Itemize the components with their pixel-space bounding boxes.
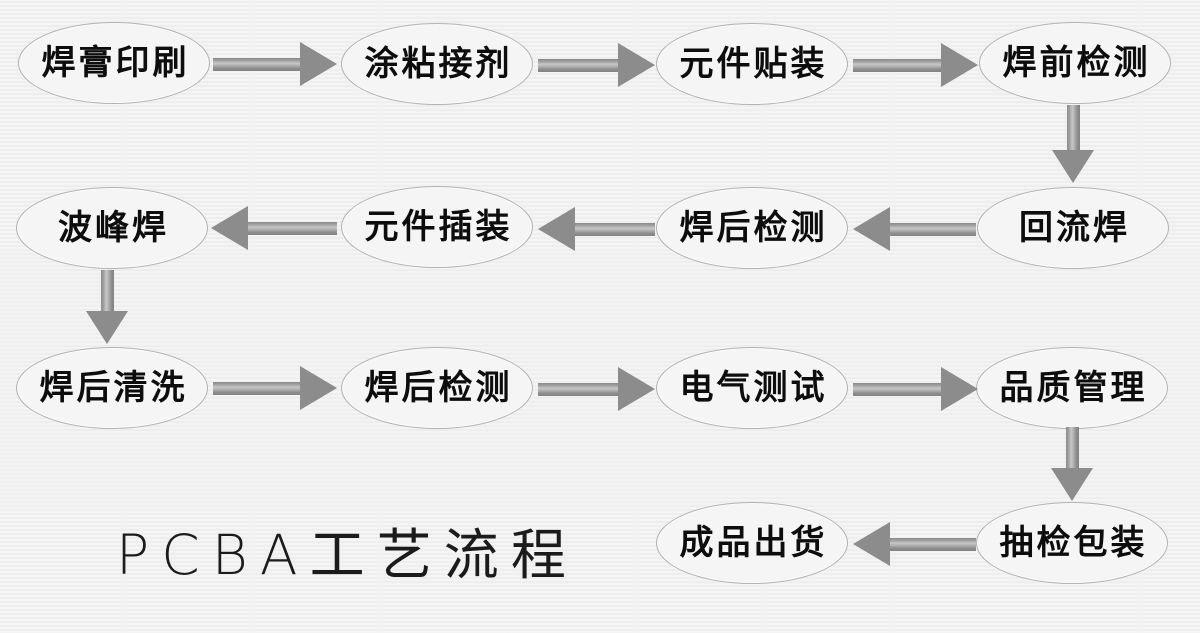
arrow-shaft: [100, 270, 114, 311]
flow-node-component-placement: 元件贴装: [656, 23, 848, 105]
arrow-head: [1052, 150, 1094, 183]
flow-node-post-solder-inspection-b: 焊后检测: [341, 347, 533, 429]
diagram-title: PCBA工艺流程: [116, 523, 579, 587]
node-label: 电气测试: [679, 368, 828, 408]
arrow-head: [853, 207, 890, 251]
flow-node-apply-adhesive: 涂粘接剂: [341, 23, 533, 105]
arrow-head: [300, 366, 337, 410]
arrow-shaft: [890, 537, 976, 551]
node-label: 焊后清洗: [39, 368, 188, 408]
arrow-shaft: [1065, 427, 1079, 468]
flow-node-sampling-packaging: 抽检包装: [976, 502, 1168, 584]
arrow-right-icon: [213, 41, 337, 87]
arrow-shaft: [248, 221, 337, 235]
arrow-head: [1051, 468, 1093, 501]
arrow-right-icon: [213, 365, 337, 411]
arrow-shaft: [1066, 105, 1080, 150]
arrow-shaft: [890, 222, 976, 236]
arrow-down-icon: [85, 270, 129, 344]
arrow-right-icon: [538, 42, 655, 88]
arrow-shaft: [538, 382, 618, 396]
arrow-down-icon: [1051, 105, 1095, 183]
arrow-shaft: [853, 382, 941, 396]
node-label: 品质管理: [999, 368, 1148, 408]
node-label: 焊后检测: [364, 368, 513, 408]
arrow-shaft: [538, 58, 618, 72]
flow-node-solder-paste-printing: 焊膏印刷: [18, 22, 210, 104]
flow-node-electrical-testing: 电气测试: [656, 347, 848, 429]
node-label: 涂粘接剂: [364, 44, 513, 84]
arrow-left-icon: [538, 206, 655, 252]
arrow-head: [853, 522, 890, 566]
node-label: 焊后检测: [679, 208, 828, 248]
node-label: 成品出货: [679, 523, 828, 563]
node-label: 波峰焊: [58, 208, 169, 248]
node-label: 回流焊: [1019, 208, 1130, 248]
node-label: 焊前检测: [1002, 43, 1151, 83]
arrow-head: [300, 42, 337, 86]
node-label: 焊膏印刷: [41, 43, 190, 83]
node-label: 抽检包装: [999, 523, 1148, 563]
arrow-head: [941, 43, 978, 87]
flow-node-component-insertion: 元件插装: [341, 186, 533, 268]
flow-node-quality-management: 品质管理: [976, 347, 1168, 429]
arrow-right-icon: [853, 366, 978, 412]
flow-node-post-solder-cleaning: 焊后清洗: [16, 347, 208, 429]
arrow-left-icon: [853, 206, 976, 252]
flow-node-post-solder-inspection-a: 焊后检测: [656, 187, 848, 269]
arrow-head: [211, 206, 248, 250]
arrow-left-icon: [211, 205, 337, 251]
node-label: 元件插装: [364, 207, 513, 247]
arrow-shaft: [213, 57, 300, 71]
flow-node-wave-soldering: 波峰焊: [16, 187, 208, 269]
arrow-head: [618, 43, 655, 87]
flow-node-finished-goods-shipment: 成品出货: [656, 502, 848, 584]
arrow-shaft: [213, 381, 300, 395]
arrow-shaft: [575, 222, 655, 236]
arrow-head: [941, 367, 978, 411]
arrow-left-icon: [853, 521, 976, 567]
node-label: 元件贴装: [679, 44, 828, 84]
arrow-head: [538, 207, 575, 251]
arrow-head: [86, 311, 128, 344]
flow-node-pre-solder-inspection: 焊前检测: [979, 22, 1171, 104]
arrow-right-icon: [853, 42, 978, 88]
arrow-head: [618, 367, 655, 411]
arrow-shaft: [853, 58, 941, 72]
flow-node-reflow-soldering: 回流焊: [977, 187, 1169, 269]
arrow-down-icon: [1050, 427, 1094, 501]
arrow-right-icon: [538, 366, 655, 412]
